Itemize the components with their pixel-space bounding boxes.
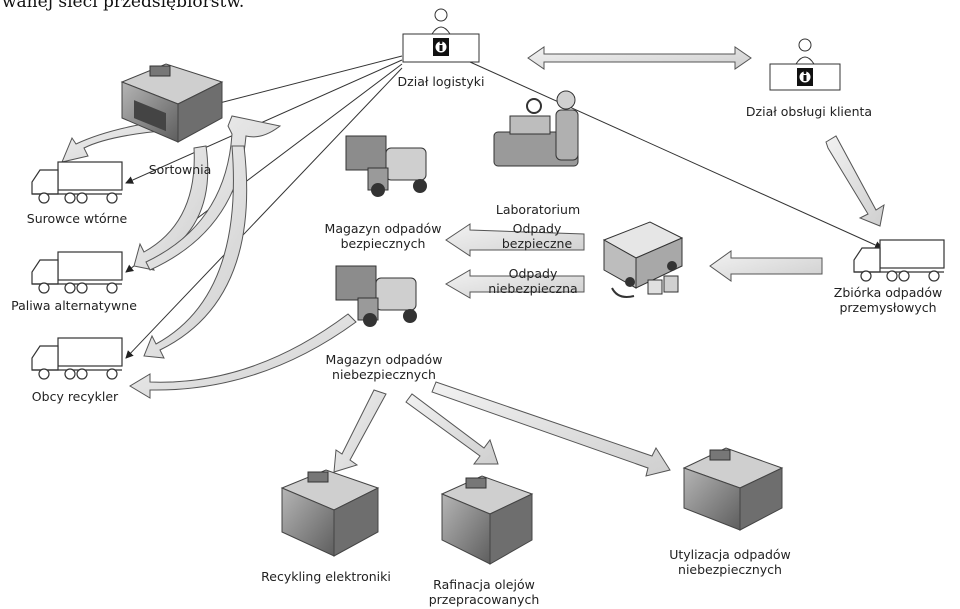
label-industrial-collection: Zbiórka odpadów przemysłowych (833, 285, 943, 315)
building-oil-refining (440, 475, 534, 565)
label-hazardous-waste: Odpady niebezpieczna (488, 266, 578, 296)
label-safe-waste: Odpady bezpieczne (501, 221, 573, 251)
label-external-recycler: Obcy recykler (31, 389, 119, 404)
line-to-industrial-collection (469, 61, 883, 249)
truck-industrial-collection (853, 239, 945, 282)
label-hazardous-warehouse: Magazyn odpadów niebezpiecznych (325, 352, 443, 382)
arrow-customer-service-to-collection (825, 135, 885, 227)
logistics-desk (402, 8, 480, 63)
header-text-fragment: wanej sieci przedsiębiorstw. (2, 0, 245, 12)
truck-external-recycler (31, 337, 123, 380)
label-hazardous-disposal: Utylizacja odpadów niebezpiecznych (669, 547, 791, 577)
label-logistics: Dział logistyki (397, 74, 485, 89)
flow-arrows (61, 46, 885, 477)
laboratory-icon (493, 90, 579, 167)
arrow-hazmag-to-electronics (333, 389, 387, 473)
truck-secondary-materials (31, 161, 123, 204)
label-safe-warehouse: Magazyn odpadów bezpiecznych (324, 221, 442, 251)
forklift-hazardous-warehouse (335, 265, 417, 327)
label-electronics-recycling: Recykling elektroniki (261, 569, 391, 584)
arrow-sorting-to-recycler (143, 145, 248, 359)
arrow-sorting-to-secondary (61, 119, 173, 163)
arrow-safe-waste (445, 223, 585, 257)
forklift-safe-warehouse (345, 135, 427, 197)
arrow-hazmag-to-disposal (431, 381, 671, 477)
arrow-magazine-to-fuels (145, 115, 282, 271)
label-customer-service: Dział obsługi klienta (745, 104, 873, 119)
line-to-external-recycler (125, 67, 403, 359)
arrow-logistics-customer-service (527, 46, 752, 70)
label-secondary-materials: Surowce wtórne (26, 211, 128, 226)
delivery-truck-icon (602, 221, 684, 298)
arrow-hazmag-to-oil (405, 393, 499, 465)
building-electronics-recycling (280, 469, 380, 557)
arrow-hazardous-waste (445, 269, 585, 299)
label-laboratory: Laboratorium (495, 202, 581, 217)
truck-alternative-fuels (31, 251, 123, 294)
label-alternative-fuels: Paliwa alternatywne (11, 298, 137, 313)
label-oil-refining: Rafinacja olejów przepracowanych (428, 577, 540, 607)
arrow-sorting-to-fuels (133, 145, 209, 271)
line-to-secondary-materials (125, 59, 403, 184)
customer-service-desk (769, 38, 841, 91)
building-hazardous-disposal (682, 447, 784, 531)
line-to-sorting (199, 55, 403, 111)
arrow-collection-to-truck (709, 250, 823, 282)
sorting-building (120, 63, 224, 143)
arrow-hazmag-to-recycler (129, 313, 357, 399)
label-sorting: Sortownia (148, 162, 212, 177)
